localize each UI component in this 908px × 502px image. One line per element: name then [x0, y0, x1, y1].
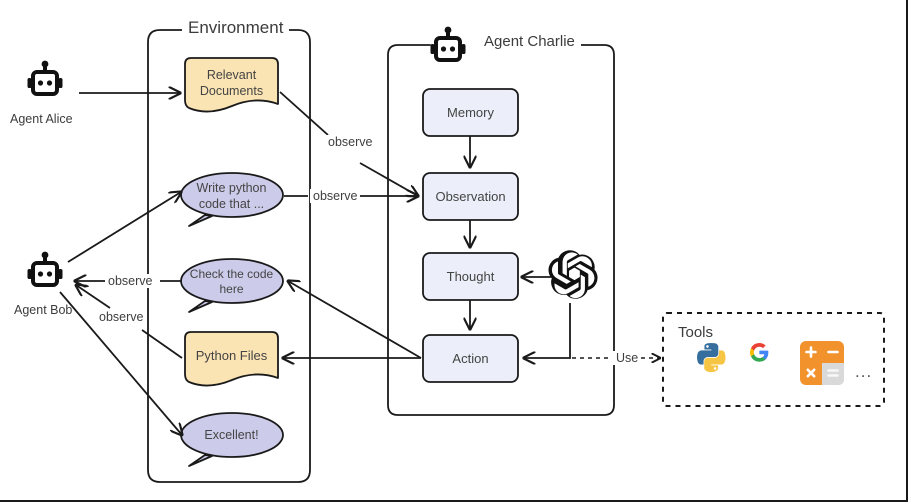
edge-label-observe-documents: observe	[325, 135, 376, 149]
calculator-icon	[800, 341, 844, 385]
frame-edge-bottom	[0, 500, 908, 502]
python-logo-icon	[697, 343, 726, 373]
write-python-code-line2: code that ...	[198, 196, 265, 211]
robot-icon	[430, 26, 466, 62]
action-label: Action	[452, 350, 489, 366]
action-to-check-arrow	[288, 281, 422, 359]
observation-label: Observation	[435, 188, 506, 204]
google-logo-icon	[750, 343, 769, 362]
write-python-code-line1: Write python	[196, 181, 267, 195]
python-files-node: Python Files	[182, 348, 281, 364]
agent-bob-label: Agent Bob	[14, 303, 73, 317]
agent-charlie-group-title: Agent Charlie	[478, 33, 581, 50]
write-python-code-shape	[180, 172, 284, 227]
write-python-code-node: Write python code that ...	[182, 181, 281, 212]
frame-edge-right	[906, 0, 908, 502]
environment-group-box	[147, 29, 311, 483]
memory-label: Memory	[447, 104, 494, 120]
files-to-bob-arrow	[76, 285, 183, 359]
excellent-node: Excellent!	[182, 428, 281, 444]
edge-label-observe-check: observe	[105, 274, 156, 288]
bob-to-excellent-arrow	[59, 291, 182, 435]
edge-label-use: Use	[613, 351, 642, 365]
agent-charlie-group-box	[387, 44, 615, 416]
relevant-documents-node: Relevant Documents	[182, 68, 281, 99]
openai-logo-icon	[548, 250, 598, 299]
agent-alice-label: Agent Alice	[10, 112, 73, 126]
environment-group-title: Environment	[182, 18, 290, 38]
python-files-line1: Python Files	[195, 348, 268, 363]
relevant-documents-line2: Documents	[199, 83, 264, 98]
llm-to-action-arrow	[524, 303, 571, 358]
robot-icon	[27, 60, 63, 96]
edge-label-observe-files: observe	[96, 310, 147, 324]
tools-more-ellipsis: ...	[855, 362, 873, 381]
excellent-line1: Excellent!	[204, 428, 259, 442]
tools-title: Tools	[678, 324, 714, 341]
check-the-code-here-line2: here	[219, 282, 244, 296]
relevant-documents-line1: Relevant	[206, 68, 257, 82]
robot-icon	[27, 251, 63, 287]
edge-label-observe-prompt: observe	[310, 189, 361, 203]
thought-label: Thought	[446, 268, 495, 284]
check-the-code-here-node: Check the code here	[179, 267, 284, 297]
action-box	[422, 334, 519, 383]
check-the-code-here-line1: Check the code	[189, 267, 274, 281]
relevant-documents-shape	[184, 57, 279, 113]
bob-to-prompt-arrow	[67, 192, 181, 263]
python-files-shape	[184, 331, 279, 387]
tools-group-box	[662, 312, 885, 407]
